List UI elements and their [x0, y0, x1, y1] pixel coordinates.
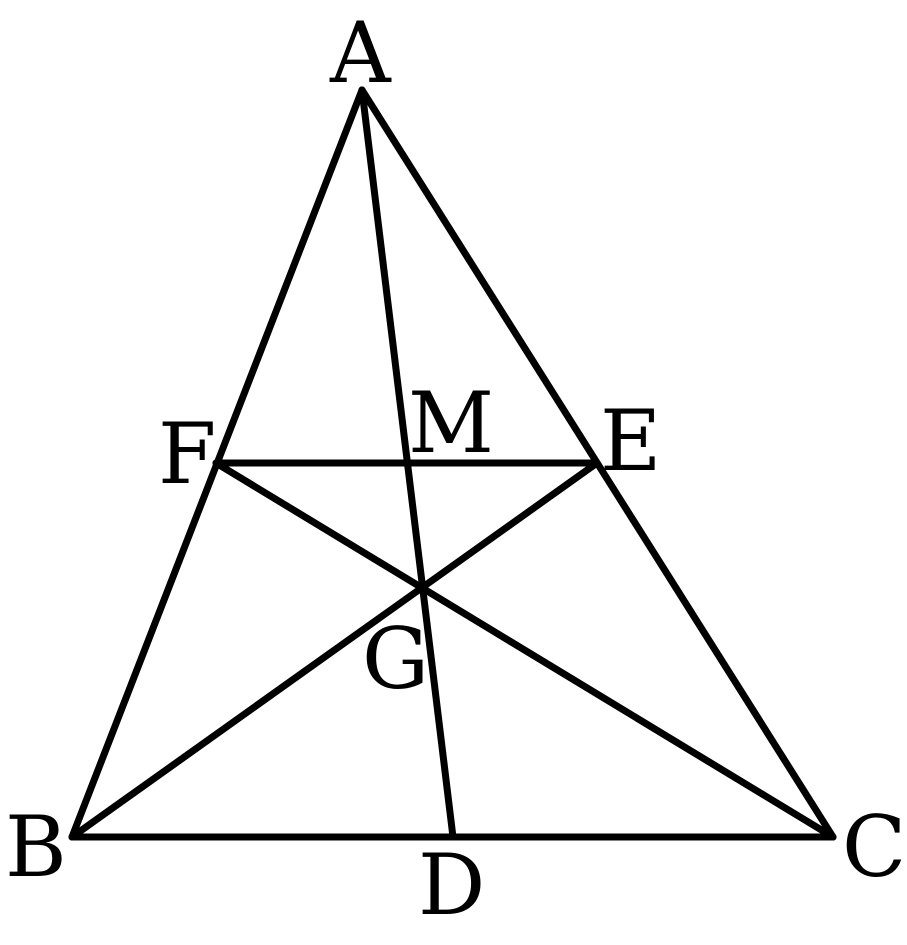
segment-be [68, 459, 601, 841]
segment-cf [212, 459, 837, 841]
label-point-c: C [842, 798, 906, 896]
label-point-e: E [600, 392, 661, 490]
label-point-d: D [418, 836, 485, 934]
label-point-a: A [329, 4, 392, 102]
label-point-g: G [362, 610, 429, 708]
label-point-m: M [408, 374, 494, 472]
label-point-b: B [5, 798, 67, 896]
label-point-f: F [158, 405, 216, 503]
